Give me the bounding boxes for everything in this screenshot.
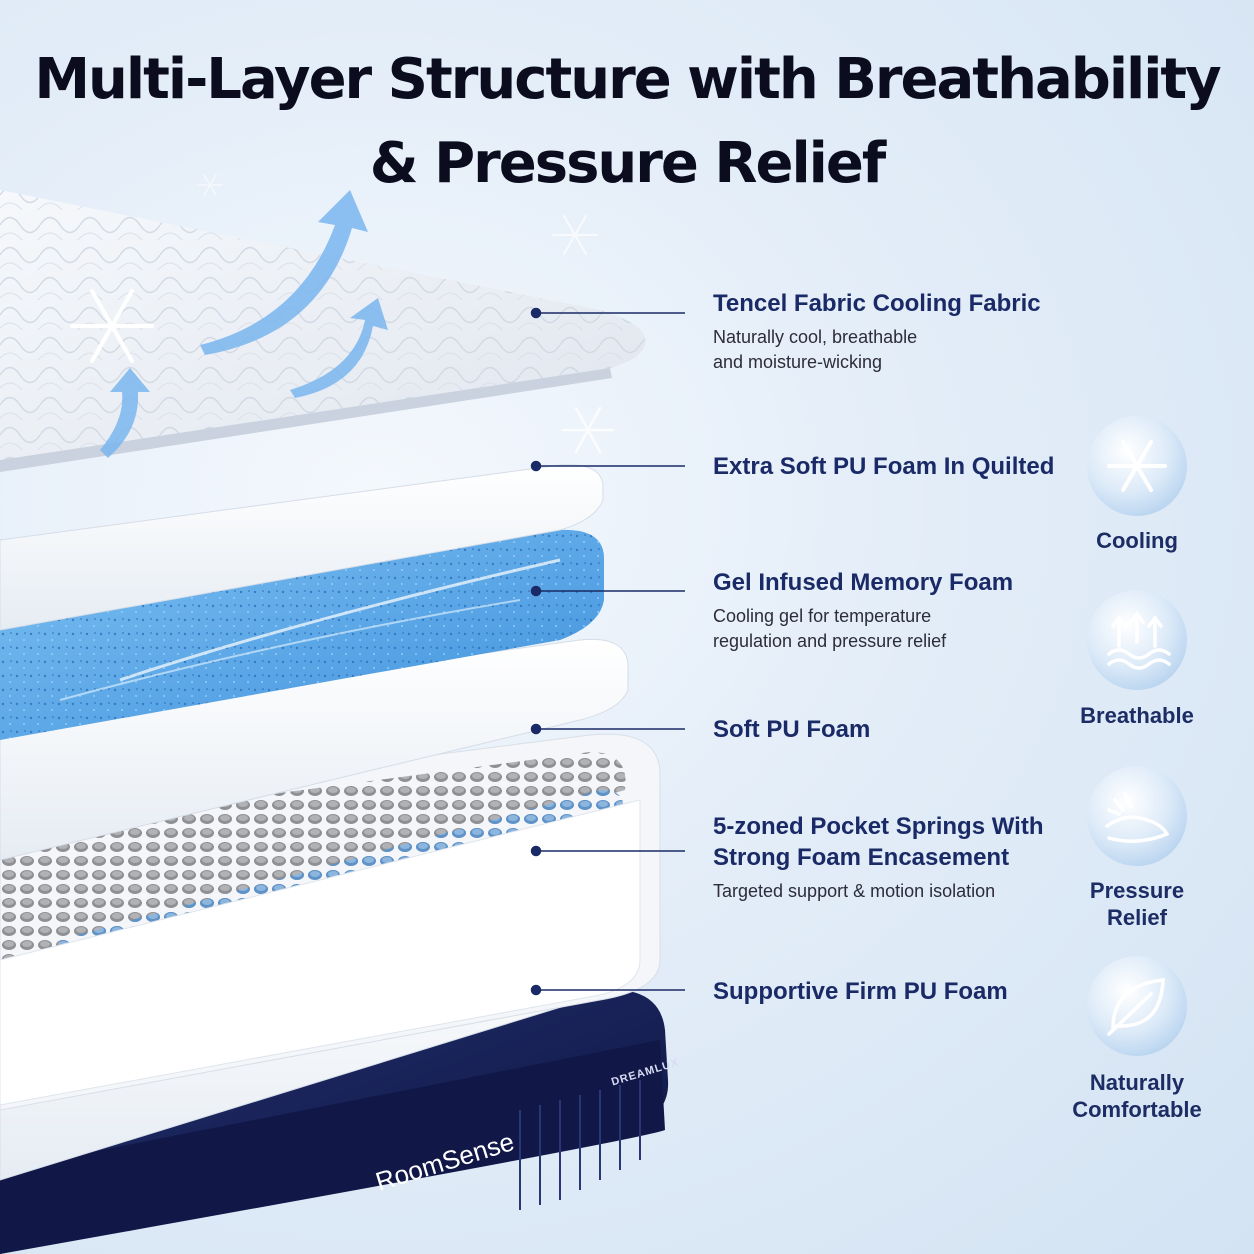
layer-heading: Extra Soft PU Foam In Quilted — [713, 453, 1055, 480]
airflow-icon — [1107, 611, 1171, 670]
title-line-2: & Pressure Relief — [369, 131, 886, 196]
layer-label-firm-foam: Supportive Firm PU Foam — [713, 976, 1008, 1007]
feature-label: Breathable — [1080, 703, 1194, 728]
feature-pressure-relief: Pressure Relief — [1057, 877, 1217, 931]
layer-label-quilted-foam: Extra Soft PU Foam In Quilted — [713, 451, 1054, 482]
layer-heading: Supportive Firm PU Foam — [713, 978, 1008, 1005]
layer-label-gel-foam: Gel Infused Memory Foam Cooling gel for … — [713, 567, 1013, 654]
layer-description: Targeted support & motion isolation — [713, 881, 996, 901]
feature-label: Relief — [1107, 905, 1167, 930]
snowflake-decor — [70, 174, 615, 454]
layer-heading: 5-zoned Pocket Springs With Strong Foam … — [713, 813, 1044, 871]
pocket-spring-layer — [0, 733, 661, 1111]
feature-breathable: Breathable — [1057, 702, 1217, 729]
hand-wave-icon — [1105, 792, 1169, 843]
title-line-1: Multi-Layer Structure with Breathability — [34, 47, 1221, 112]
snowflake-icon — [1107, 440, 1167, 492]
layer-label-soft-foam: Soft PU Foam — [713, 714, 870, 745]
layer-label-tencel: Tencel Fabric Cooling Fabric Naturally c… — [713, 288, 1041, 375]
feature-bubbles — [1087, 416, 1187, 1056]
layer-description: Cooling gel for temperature regulation a… — [713, 606, 947, 651]
leader-lines — [530, 307, 685, 996]
page-title: Multi-Layer Structure with Breathability… — [0, 38, 1254, 206]
feature-naturally-comfortable: Naturally Comfortable — [1057, 1069, 1217, 1123]
layer-label-pocket-springs: 5-zoned Pocket Springs With Strong Foam … — [713, 811, 1043, 904]
feature-label: Cooling — [1096, 528, 1178, 553]
leaf-icon — [1107, 978, 1165, 1036]
layer-heading: Gel Infused Memory Foam — [713, 569, 1014, 596]
tencel-fabric-layer — [0, 190, 646, 472]
layer-heading: Tencel Fabric Cooling Fabric — [713, 290, 1041, 317]
feature-label: Pressure — [1089, 878, 1185, 903]
feature-label: Comfortable — [1072, 1097, 1202, 1122]
feature-cooling: Cooling — [1057, 527, 1217, 554]
layer-heading: Soft PU Foam — [713, 716, 871, 743]
soft-foam-layer — [0, 638, 629, 861]
airflow-arrows — [100, 190, 388, 458]
base-mattress — [0, 989, 669, 1254]
layer-description: Naturally cool, breathable and moisture-… — [713, 327, 918, 372]
gel-foam-layer — [0, 529, 605, 740]
feature-label: Naturally — [1089, 1070, 1185, 1095]
